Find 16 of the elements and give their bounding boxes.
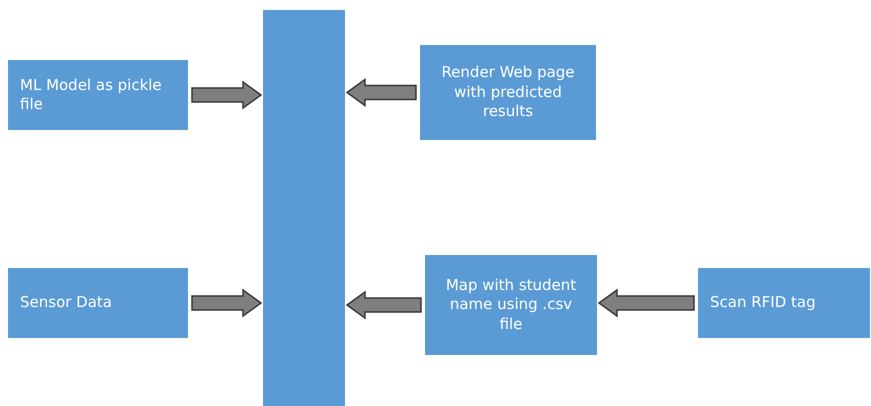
box-label: Scan RFID tag [710,293,816,313]
block-arrow [598,288,695,318]
box-label: Sensor Data [20,293,112,313]
block-arrow [191,288,262,318]
box-label: Render Web page with predicted results [440,63,576,122]
process-box [8,268,188,338]
block-arrow [346,290,422,320]
process-box [8,60,188,130]
process-box [420,45,596,140]
process-box [425,255,597,355]
block-arrow [191,80,262,110]
process-box [698,268,870,338]
box-label: ML Model as pickle file [20,76,163,114]
vertical-bar [263,10,345,406]
box-label: Map with student name using .csv file [444,276,578,334]
block-arrow [346,78,417,107]
